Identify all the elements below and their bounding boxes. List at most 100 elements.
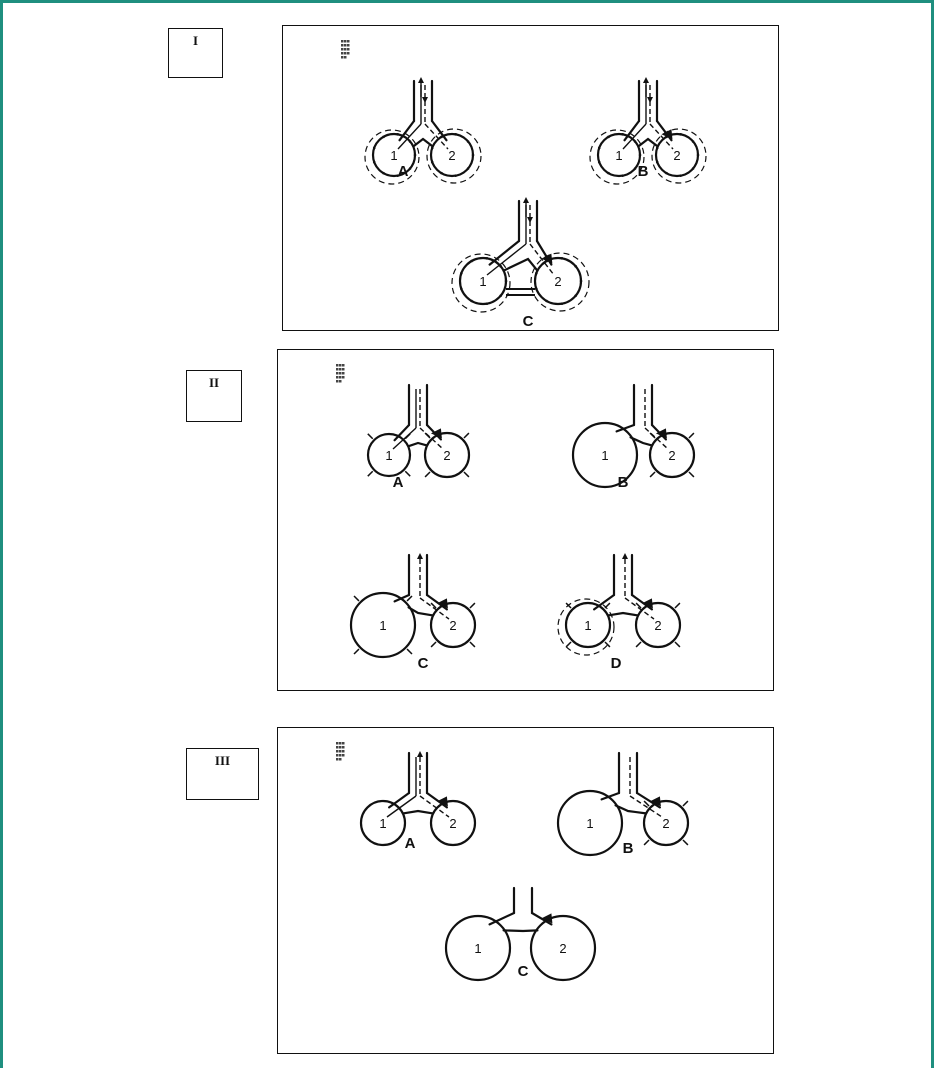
surface-dot [607, 172, 610, 175]
radial-arrow [644, 840, 649, 845]
airway-carina [504, 259, 538, 271]
surface-dot [697, 154, 700, 157]
alveolus-label: 1 [390, 148, 397, 163]
airway-carina [504, 930, 538, 931]
radial-arrow [650, 472, 655, 477]
surface-dot [460, 272, 463, 275]
scan-dot [339, 364, 342, 367]
alveolus-label: 1 [479, 274, 486, 289]
surface-dot [486, 302, 489, 305]
scan-dot [336, 750, 339, 753]
radial-arrow [689, 433, 694, 438]
arrowhead [418, 77, 424, 83]
alveolus-label: 1 [586, 816, 593, 831]
surface-dot [467, 140, 470, 143]
scan-dot [336, 758, 339, 761]
scan-dot [347, 48, 350, 51]
scan-dot [336, 364, 339, 367]
scan-dot [339, 750, 342, 753]
scan-dot [339, 368, 342, 371]
surface-dot [373, 161, 376, 164]
unit-caption: B [623, 840, 634, 857]
unit-caption: A [398, 163, 409, 180]
radial-arrow [407, 649, 412, 654]
radial-arrow [470, 642, 475, 647]
surface-dot [580, 280, 583, 283]
unit-caption: A [393, 474, 404, 491]
alveolus-label: 1 [615, 148, 622, 163]
surface-dot [440, 136, 443, 139]
panel-label-III: III [186, 748, 259, 800]
scan-dot [339, 372, 342, 375]
alveolus-label: 2 [449, 816, 456, 831]
surface-dot [574, 294, 577, 297]
arrowhead [422, 97, 428, 103]
surface-dot [665, 172, 668, 175]
surface-dot [621, 174, 624, 177]
airway-unit-A: 12A [365, 77, 481, 184]
unit-caption: C [518, 963, 529, 980]
panel-label-II: II [186, 370, 242, 422]
arrowhead [643, 77, 649, 83]
radial-arrow [464, 433, 469, 438]
scan-dot [342, 376, 345, 379]
scan-dot [336, 380, 339, 383]
surface-dot [561, 257, 564, 260]
surface-dot [621, 133, 624, 136]
arrowhead [527, 217, 533, 223]
alveolus-label: 1 [584, 618, 591, 633]
alveolus-label: 2 [443, 448, 450, 463]
scan-mark [341, 40, 350, 59]
radial-arrow [425, 472, 430, 477]
scan-dot [341, 56, 344, 59]
alveolus-label: 2 [559, 941, 566, 956]
airway-unit-C: 12C [351, 553, 475, 672]
surface-dot [574, 265, 577, 268]
surface-dot [470, 260, 473, 263]
scan-dot [342, 372, 345, 375]
unit-caption: A [405, 835, 416, 852]
radial-arrow [368, 471, 373, 476]
scan-dot [336, 742, 339, 745]
radial-arrow [605, 603, 610, 608]
alveolus-label: 1 [379, 816, 386, 831]
radial-arrow [405, 471, 410, 476]
surface-dot [454, 133, 457, 136]
unit-caption: B [638, 163, 649, 180]
airway-unit-B: 1 2B [558, 753, 688, 857]
scan-dot [347, 44, 350, 47]
radial-arrow [675, 642, 680, 647]
radial-arrow [354, 596, 359, 601]
scan-dot [344, 52, 347, 55]
surface-dot [545, 300, 548, 303]
radial-arrow [566, 642, 571, 647]
surface-dot [656, 147, 659, 150]
scan-dot [342, 746, 345, 749]
airway-unit-B: 12B [573, 385, 694, 491]
airway-unit-C: 12C [446, 888, 595, 980]
surface-dot [598, 161, 601, 164]
surface-dot [634, 140, 637, 143]
panel-label-text: III [215, 753, 230, 799]
unit-caption: C [418, 655, 429, 672]
surface-dot [460, 288, 463, 291]
arrowhead [622, 553, 628, 559]
scan-dot [339, 376, 342, 379]
surface-dot [692, 167, 695, 170]
alveolus-label: 1 [379, 618, 386, 633]
surface-dot [440, 172, 443, 175]
surface-dot [607, 136, 610, 139]
scan-dot [336, 376, 339, 379]
surface-dot [373, 147, 376, 150]
surface-dot [472, 154, 475, 157]
surface-dot [634, 167, 637, 170]
scan-dot [336, 754, 339, 757]
alveolus-label: 2 [662, 816, 669, 831]
scan-dot [341, 40, 344, 43]
radial-arrow [354, 649, 359, 654]
radial-arrow [470, 603, 475, 608]
scan-dot [344, 44, 347, 47]
